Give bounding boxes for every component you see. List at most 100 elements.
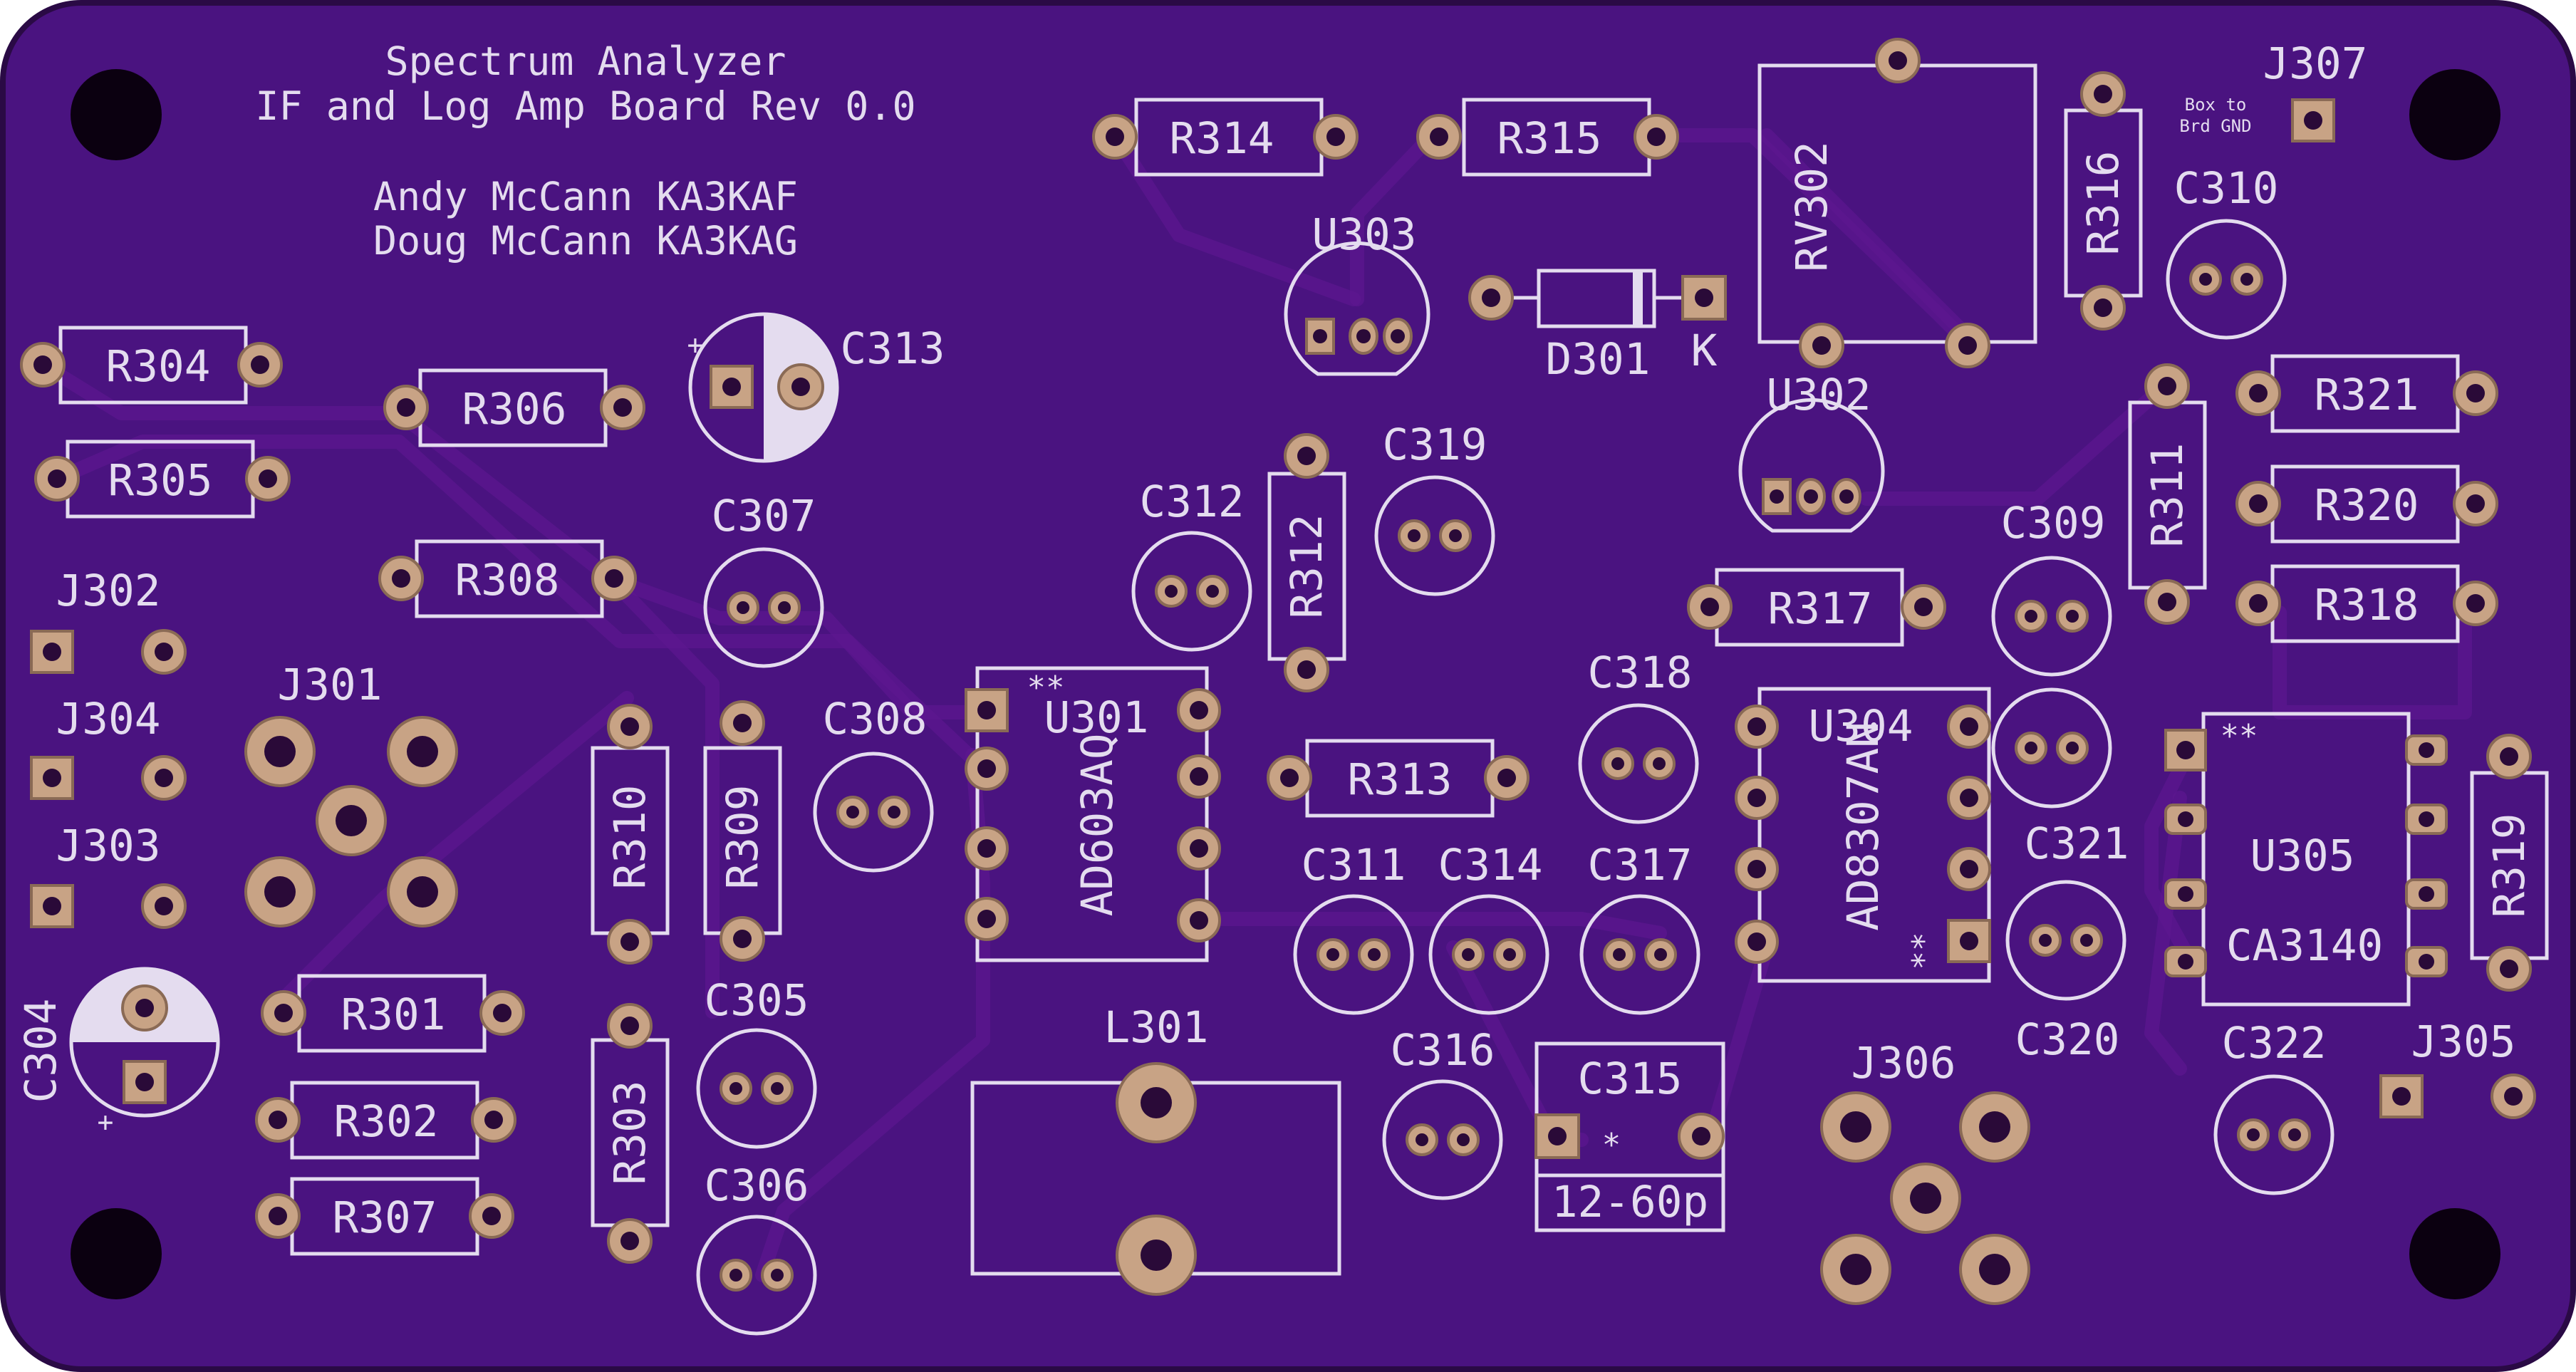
- capacitor-c316: C316: [1382, 1025, 1503, 1200]
- resistor-r305-label: R305: [108, 455, 213, 506]
- ic-u304-pin1-mark: **: [1906, 932, 1942, 970]
- capacitor-c312: C312: [1131, 477, 1252, 652]
- resistor-r314: R314: [1092, 98, 1359, 177]
- capacitor-c310-label: C310: [2174, 163, 2279, 214]
- resistor-r310-label: R310: [605, 785, 655, 890]
- diode-d301-cathode-mark: K: [1691, 326, 1718, 376]
- resistor-r309: R309: [703, 700, 782, 962]
- capacitor-c309: C309: [1991, 498, 2112, 677]
- connector-j306-label: J306: [1852, 1038, 1956, 1088]
- capacitor-c308-label: C308: [823, 694, 928, 744]
- resistor-r308-label: R308: [455, 555, 560, 606]
- resistor-r311-label: R311: [2142, 443, 2193, 548]
- resistor-r318-label: R318: [2315, 580, 2419, 630]
- capacitor-c314: C314: [1428, 840, 1549, 1015]
- ic-u301-label: U301: [1044, 692, 1149, 743]
- resistor-r317: R317: [1687, 568, 1946, 647]
- resistor-r320: R320: [2235, 464, 2498, 544]
- potentiometer-rv302-label: RV302: [1787, 141, 1837, 272]
- capacitor-c313-label: C313: [841, 323, 945, 374]
- resistor-r307: R307: [255, 1177, 514, 1256]
- transistor-u303: U303: [1284, 209, 1430, 376]
- resistor-r303: R303: [591, 1003, 670, 1264]
- ic-u305-pin1-mark: **: [2221, 718, 2258, 754]
- connector-j306: J306: [1820, 1038, 2030, 1305]
- capacitor-c318-label: C318: [1588, 648, 1693, 698]
- connector-j304-label: J304: [56, 694, 161, 744]
- resistor-r313-label: R313: [1348, 754, 1453, 805]
- capacitor-c314-label: C314: [1438, 840, 1543, 890]
- resistor-r311: R311: [2128, 363, 2207, 625]
- ic-u305-part: CA3140: [2226, 920, 2383, 971]
- capacitor-c317: C317: [1579, 840, 1700, 1015]
- board-subtitle: IF and Log Amp Board Rev 0.0: [255, 83, 915, 129]
- resistor-r321-label: R321: [2315, 370, 2419, 420]
- connector-j303: J303: [30, 821, 187, 929]
- capacitor-c308: C308: [813, 694, 934, 873]
- capacitor-c313-plus: +: [687, 329, 704, 360]
- connector-j302-label: J302: [56, 566, 161, 616]
- resistor-r319-label: R319: [2484, 814, 2535, 918]
- resistor-r316-label: R316: [2078, 151, 2129, 256]
- diode-d301: D301 K: [1468, 269, 1727, 385]
- connector-j302: J302: [30, 566, 187, 675]
- capacitor-c319: C319: [1374, 420, 1495, 596]
- capacitor-c307-label: C307: [712, 491, 816, 541]
- resistor-r318: R318: [2235, 564, 2498, 643]
- capacitor-c321-label: C321: [2025, 818, 2129, 869]
- ic-u304: ** U304 AD8307AN: [1735, 687, 1991, 983]
- capacitor-c313: + C313: [687, 312, 945, 463]
- ic-u304-label: U304: [1809, 701, 1913, 752]
- capacitor-c305-label: C305: [705, 975, 809, 1026]
- author-line-2: Doug McCann KA3KAG: [373, 218, 798, 264]
- author-line-1: Andy McCann KA3KAF: [373, 174, 798, 219]
- capacitor-c304: + C304: [16, 967, 220, 1138]
- resistor-r310: R310: [591, 704, 670, 965]
- resistor-r316: R316: [2064, 71, 2143, 331]
- capacitor-c322: C322: [2213, 1018, 2334, 1195]
- connector-j301-label: J301: [278, 660, 383, 710]
- mounting-holes: [71, 69, 2500, 1299]
- connector-j307-note-line1: Box to: [2185, 95, 2247, 115]
- capacitor-c318: C318: [1578, 648, 1699, 824]
- ic-u301-part: AD603AQ: [1072, 733, 1123, 916]
- capacitor-c321-upper: [1991, 687, 2112, 809]
- connector-j303-label: J303: [56, 821, 161, 871]
- resistor-r312-label: R312: [1282, 514, 1332, 619]
- connector-j307: J307 Box to Brd GND: [2179, 38, 2367, 142]
- resistor-r309-label: R309: [717, 785, 768, 890]
- resistor-r302: R302: [255, 1081, 516, 1160]
- transistor-u303-label: U303: [1312, 209, 1417, 260]
- capacitor-c304-label: C304: [16, 999, 66, 1103]
- connector-j305: J305: [2379, 1017, 2536, 1119]
- resistor-r301: R301: [261, 974, 525, 1053]
- diode-d301-label: D301: [1546, 334, 1651, 385]
- trimmer-c315-mark: *: [1602, 1127, 1621, 1163]
- trimmer-c315-label: C315: [1578, 1054, 1683, 1104]
- ic-u301: ** U301 AD603AQ: [965, 666, 1221, 962]
- resistor-r308: R308: [378, 539, 637, 618]
- resistor-r319: R319: [2470, 734, 2549, 992]
- resistor-r307-label: R307: [333, 1192, 437, 1243]
- connector-j307-note-line2: Brd GND: [2179, 116, 2251, 136]
- connector-j305-label: J305: [2411, 1017, 2516, 1067]
- capacitor-c305: C305: [696, 975, 817, 1149]
- capacitor-c317-label: C317: [1588, 840, 1693, 890]
- transistor-u302-label: U302: [1767, 370, 1871, 420]
- board-title: Spectrum Analyzer: [385, 38, 786, 84]
- resistor-r306: R306: [383, 368, 645, 447]
- resistor-r321: R321: [2235, 354, 2498, 433]
- resistor-r303-label: R303: [605, 1081, 655, 1185]
- capacitor-c311-label: C311: [1302, 840, 1406, 890]
- capacitor-c307: C307: [703, 491, 824, 668]
- capacitor-c310: C310: [2166, 163, 2287, 340]
- ic-u304-part: AD8307AN: [1838, 722, 1889, 931]
- resistor-r301-label: R301: [341, 989, 446, 1040]
- ic-u305-label: U305: [2250, 831, 2355, 881]
- capacitor-c319-label: C319: [1383, 420, 1487, 470]
- resistor-r317-label: R317: [1768, 583, 1873, 634]
- ic-u301-pin1-mark: **: [1027, 670, 1065, 706]
- capacitor-c320-label: C320: [2015, 1014, 2120, 1065]
- capacitor-c309-label: C309: [2001, 498, 2106, 549]
